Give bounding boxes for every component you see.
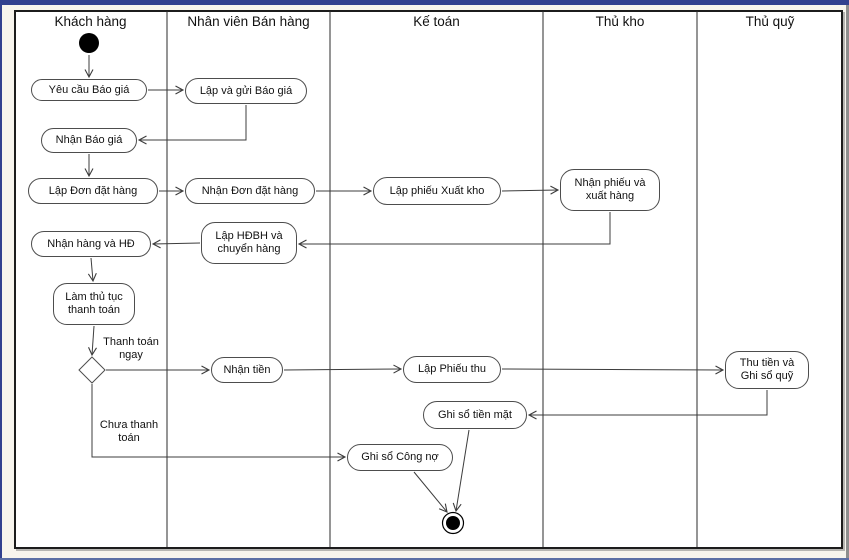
lane-header-ke-toan: Kế toán	[413, 14, 460, 29]
lane-header-thu-quy: Thủ quỹ	[745, 14, 795, 29]
lap-don-dat-hang-activity: Lập Đơn đặt hàng	[28, 178, 158, 204]
nhan-tien-activity: Nhận tiền	[211, 357, 283, 383]
lane-header-nhan-vien-ban-hang: Nhân viên Bán hàng	[187, 14, 310, 29]
nhan-hang-va-hd-activity: Nhận hàng và HĐ	[31, 231, 151, 257]
lam-thu-tuc-thanh-toan-activity: Làm thủ tục thanh toán	[53, 283, 135, 325]
thu-tien-va-ghi-so-quy-activity: Thu tiền và Ghi sổ quỹ	[725, 351, 809, 389]
ghi-so-tien-mat-activity: Ghi sổ tiền mặt	[423, 401, 527, 429]
lane-header-khach-hang: Khách hàng	[54, 14, 127, 29]
lap-phieu-xuat-kho-activity: Lập phiếu Xuất kho	[373, 177, 501, 205]
window-top-border	[0, 0, 849, 5]
ghi-so-cong-no-activity: Ghi sổ Công nợ	[347, 444, 453, 471]
yeu-cau-bao-gia-activity: Yêu cầu Báo giá	[31, 79, 147, 101]
lap-va-gui-bao-gia-activity: Lập và gửi Báo giá	[185, 78, 307, 104]
lap-hdbh-va-chuyen-hang-activity: Lập HĐBH và chuyển hàng	[201, 222, 297, 264]
lane-header-thu-kho: Thủ kho	[595, 14, 645, 29]
thanh-toan-ngay-label: Thanh toán ngay	[103, 336, 159, 361]
nhan-don-dat-hang-activity: Nhận Đơn đặt hàng	[185, 178, 315, 204]
window-right-edge	[846, 5, 849, 560]
window-bottom-border	[0, 558, 849, 560]
window-left-border	[0, 0, 2, 560]
chua-thanh-toan-label: Chưa thanh toán	[99, 419, 159, 444]
nhan-bao-gia-activity: Nhận Báo giá	[41, 128, 137, 153]
lap-phieu-thu-activity: Lập Phiếu thu	[403, 356, 501, 383]
nhan-phieu-va-xuat-hang-activity: Nhận phiếu và xuất hàng	[560, 169, 660, 211]
